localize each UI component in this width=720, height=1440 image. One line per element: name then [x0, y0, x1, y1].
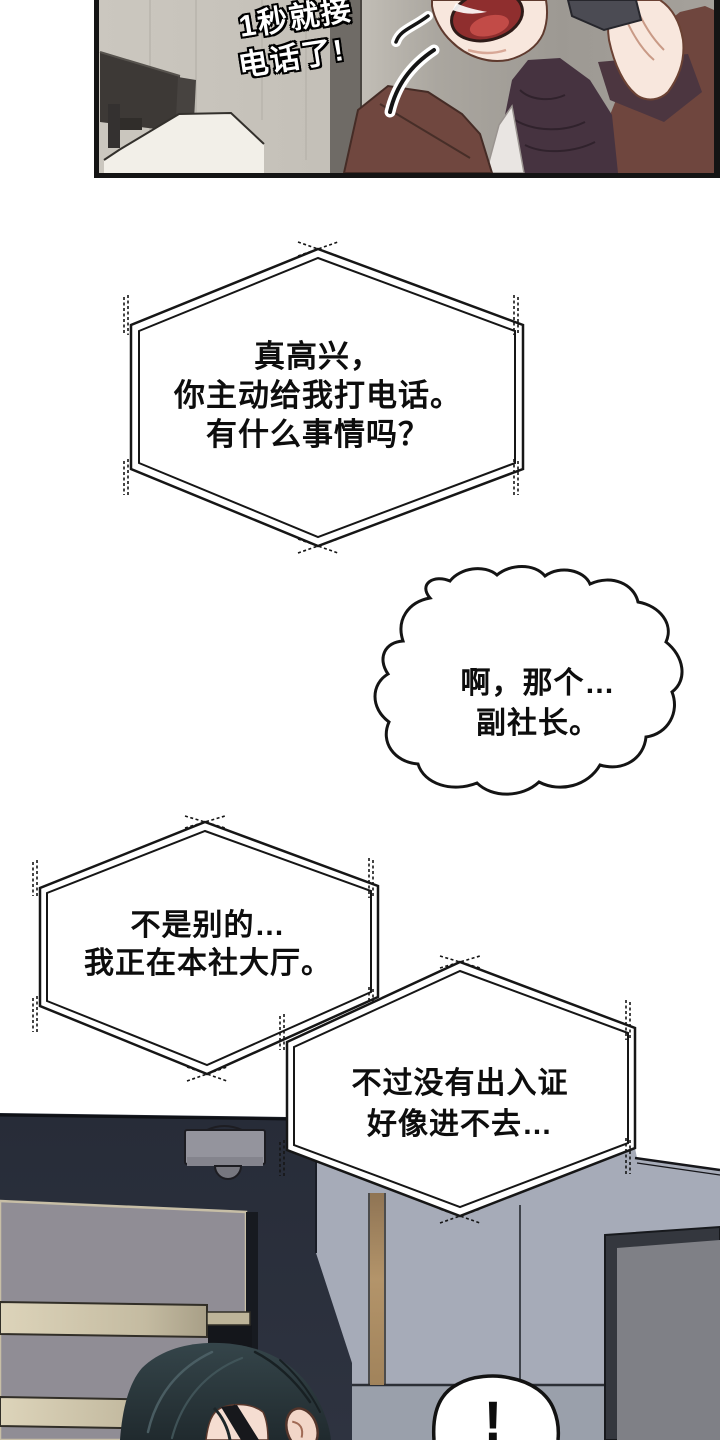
- bubble-corner-hatches: [123, 241, 519, 554]
- bubble-2-line1: 不是别的…: [130, 909, 286, 942]
- bubble-corner-hatches: [279, 955, 631, 1224]
- man-bowed-head: [120, 1342, 331, 1440]
- panel-top-artwork: [99, 0, 714, 173]
- open-mouth: [450, 0, 524, 43]
- phone-speech-bubble-2: [32, 815, 380, 1082]
- bubble-1-text: 真高兴， 你主动给我打电话。 有什么事情吗？: [140, 337, 496, 454]
- laugh-motion-marks: [384, 11, 440, 118]
- phone-speech-bubble-3: [279, 955, 637, 1224]
- desk-monitors: [99, 51, 196, 148]
- cloud-bubble-text: 啊，那个… 副社长。: [398, 664, 678, 744]
- bubble-1-line1: 真高兴，: [254, 339, 382, 374]
- desk: [104, 113, 264, 173]
- gold-wall-trim: [370, 1193, 384, 1385]
- shirt-collar: [485, 104, 525, 173]
- door-stripe-upper: [0, 1300, 208, 1339]
- phone: [566, 0, 643, 32]
- bubble-2-text: 不是别的… 我正在本社大厅。: [42, 907, 374, 983]
- comic-panel-bottom: [0, 1113, 720, 1440]
- cloud-speech-bubble: [373, 565, 684, 796]
- jacket-left-chest: [342, 84, 494, 173]
- cloud-line2: 副社长。: [476, 707, 600, 740]
- comic-panel-top: 1秒就接 电话了!: [94, 0, 720, 178]
- exclaim-mark: !: [483, 1389, 503, 1440]
- bubble-3-line1: 不过没有出入证: [351, 1067, 569, 1100]
- hand-holding-phone: [607, 0, 685, 101]
- bubble-3-text: 不过没有出入证 好像进不去…: [297, 1063, 623, 1145]
- ear: [285, 1407, 319, 1440]
- doorway-interior: [617, 1240, 720, 1440]
- phone-speech-bubble-1: [123, 241, 525, 554]
- door-card-reader: [184, 1125, 266, 1180]
- bubble-2-line2: 我正在本社大厅。: [84, 947, 332, 980]
- bubble-1-line3: 有什么事情吗？: [206, 417, 430, 452]
- cloud-line1: 啊，那个…: [460, 667, 616, 700]
- sunglasses-strap: [221, 1405, 259, 1440]
- bubble-3-line2: 好像进不去…: [367, 1108, 553, 1141]
- bubble-1-line2: 你主动给我打电话。: [174, 378, 462, 413]
- exclaim-bubble: [431, 1374, 561, 1440]
